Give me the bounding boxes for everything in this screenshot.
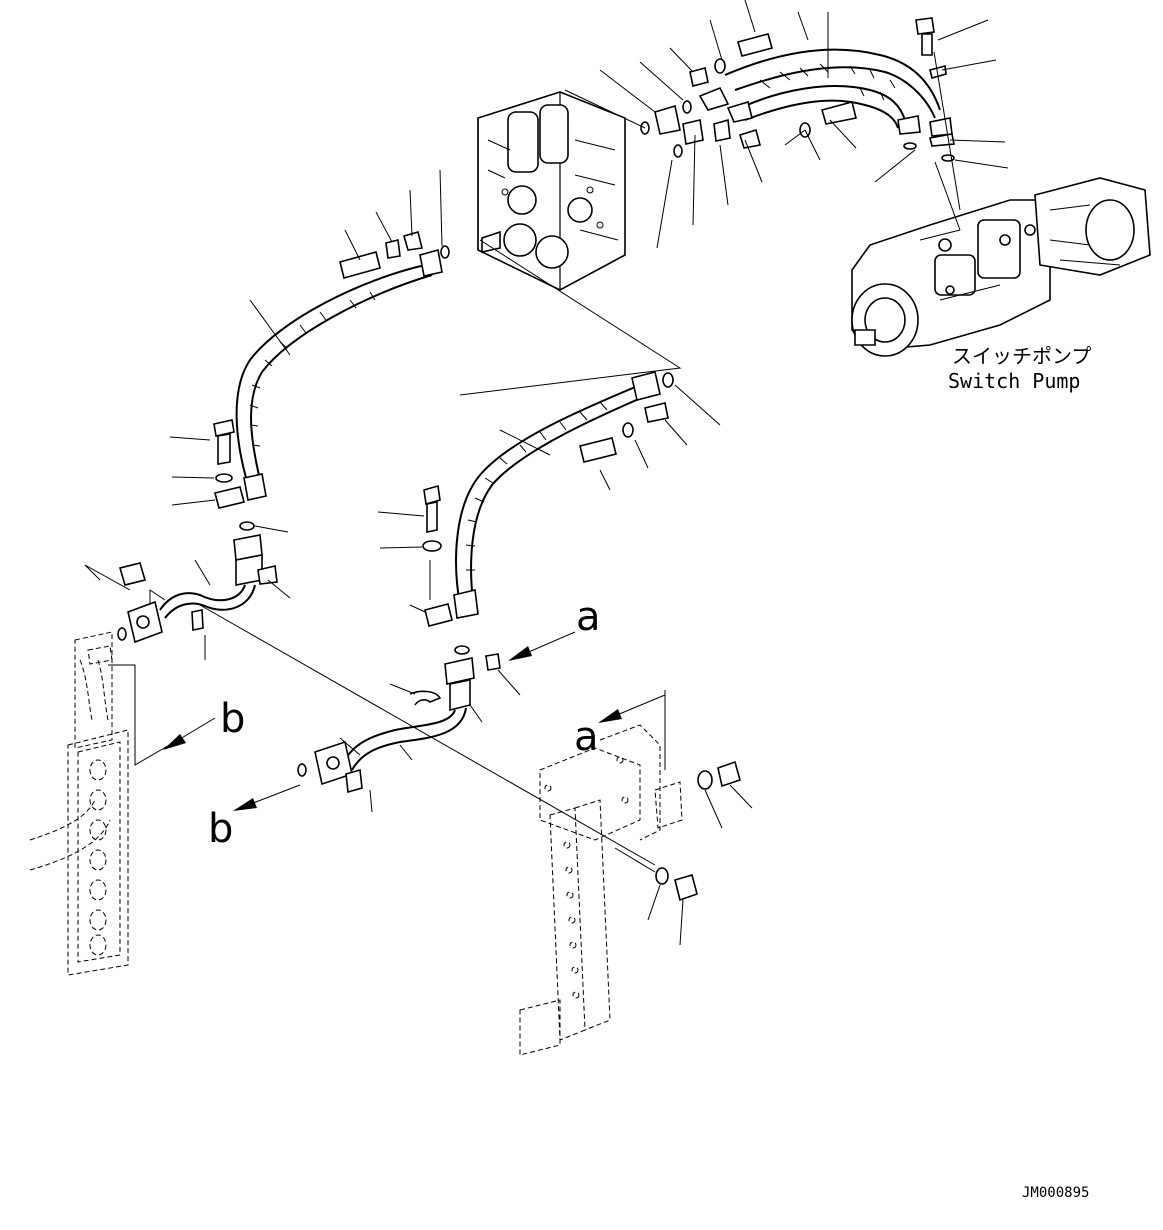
left-pipe-assembly — [84, 534, 291, 660]
bracket-fasteners — [647, 760, 753, 946]
reference-lines — [199, 239, 682, 873]
switch-pump: スイッチポンプ Switch Pump — [851, 177, 1151, 393]
middle-fittings — [499, 372, 721, 491]
callout-b-upper: b — [220, 696, 245, 742]
leader-lines-upper — [564, 0, 1009, 249]
drawing-code: JM000895 — [1022, 1185, 1089, 1201]
callout-a-upper: a — [576, 594, 601, 640]
callout-b-lower: b — [208, 806, 233, 852]
long-hose-left — [235, 248, 443, 501]
cooler-holes — [89, 759, 107, 956]
clamp-stack-left — [169, 419, 289, 533]
callouts: a a b b — [163, 594, 666, 852]
bracket-holes — [544, 756, 629, 999]
clamp-stack-middle — [377, 484, 470, 655]
callout-a-lower: a — [574, 714, 599, 760]
upper-hoses — [698, 48, 953, 137]
middle-pipe-assembly — [297, 653, 521, 813]
cooler-unit — [29, 631, 179, 976]
bracket-frame — [519, 724, 683, 1056]
middle-hose — [453, 371, 661, 619]
control-valve — [477, 91, 626, 291]
upper-fittings — [640, 17, 955, 162]
upper-left-fittings — [249, 169, 450, 356]
pump-label-jp: スイッチポンプ — [952, 344, 1091, 368]
pump-label-en: Switch Pump — [948, 369, 1080, 393]
